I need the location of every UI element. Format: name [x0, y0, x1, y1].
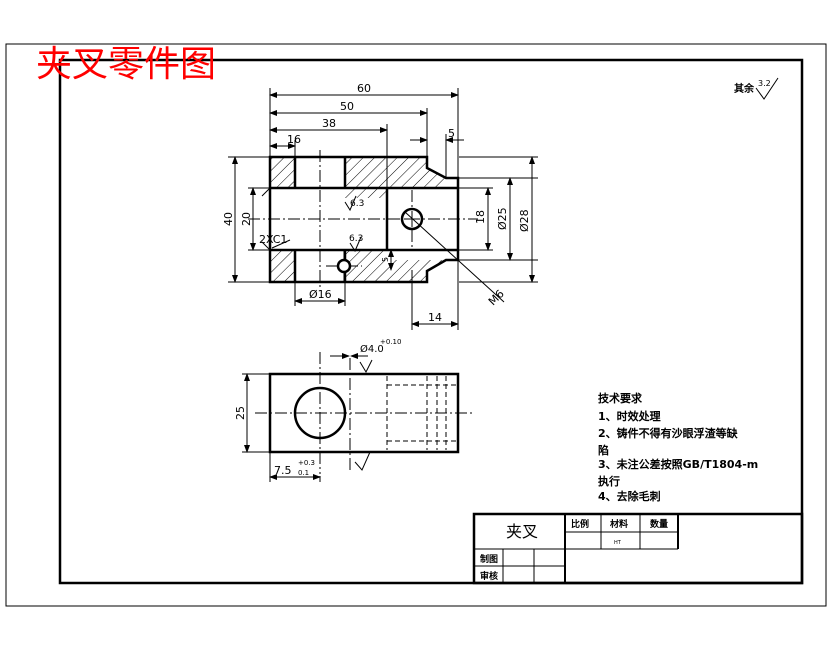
top-view: Ø4.0 +0.10 25 7.5 +0.3 0.1 — [234, 338, 474, 482]
technical-requirements: 技术要求 1、时效处理 2、铸件不得有沙眼浮渣等缺 陷 3、未注公差按照GB/T… — [598, 391, 758, 503]
svg-text:Ø16: Ø16 — [309, 288, 332, 301]
svg-text:+0.10: +0.10 — [380, 338, 401, 346]
svg-text:其余: 其余 — [734, 82, 755, 95]
svg-text:14: 14 — [428, 311, 442, 324]
svg-text:38: 38 — [322, 117, 336, 130]
svg-text:比例: 比例 — [571, 518, 589, 530]
outer-border — [5, 43, 827, 607]
svg-text:Ø25: Ø25 — [496, 207, 509, 230]
tech-item: 陷 — [598, 443, 609, 457]
front-section-view: 60 50 38 16 5 40 20 18 Ø25 Ø28 — [222, 82, 538, 330]
tech-item: 4、去除毛刺 — [598, 489, 661, 503]
svg-text:材料: 材料 — [609, 518, 628, 530]
tech-item: 1、时效处理 — [598, 409, 661, 423]
title-block: 夹叉 比例 材料 数量 HT 制图 审核 — [472, 512, 804, 585]
inner-frame — [58, 58, 804, 585]
tech-item: 2、铸件不得有沙眼浮渣等缺 — [598, 426, 739, 440]
svg-text:数量: 数量 — [650, 518, 668, 530]
part-name: 夹叉 — [506, 522, 538, 541]
svg-text:7.5: 7.5 — [274, 464, 292, 477]
tech-item: 3、未注公差按照GB/T1804-m — [598, 457, 758, 471]
svg-text:16: 16 — [287, 133, 301, 146]
tech-item: 执行 — [598, 474, 620, 488]
svg-text:M6: M6 — [486, 287, 507, 308]
svg-text:审核: 审核 — [480, 570, 498, 582]
svg-text:40: 40 — [222, 212, 235, 226]
svg-text:+0.3: +0.3 — [298, 459, 315, 467]
svg-text:2XC1: 2XC1 — [259, 233, 287, 246]
svg-text:5: 5 — [381, 257, 390, 262]
tech-heading: 技术要求 — [598, 391, 643, 405]
svg-text:18: 18 — [474, 210, 487, 224]
svg-text:5: 5 — [448, 127, 455, 140]
svg-text:25: 25 — [234, 406, 247, 420]
svg-text:制图: 制图 — [480, 553, 498, 565]
svg-text:3.2: 3.2 — [758, 79, 771, 88]
svg-text:0.1: 0.1 — [298, 469, 309, 477]
svg-text:6.3: 6.3 — [350, 199, 364, 209]
svg-text:6.3: 6.3 — [349, 234, 363, 244]
svg-text:HT: HT — [614, 540, 622, 546]
svg-text:20: 20 — [240, 212, 253, 226]
drawing-title: 夹叉零件图 — [36, 44, 216, 85]
svg-text:50: 50 — [340, 100, 354, 113]
svg-text:60: 60 — [357, 82, 371, 95]
roughness-symbol: 其余 3.2 — [734, 77, 779, 100]
svg-text:Ø28: Ø28 — [518, 209, 531, 232]
svg-text:Ø4.0: Ø4.0 — [360, 343, 384, 355]
